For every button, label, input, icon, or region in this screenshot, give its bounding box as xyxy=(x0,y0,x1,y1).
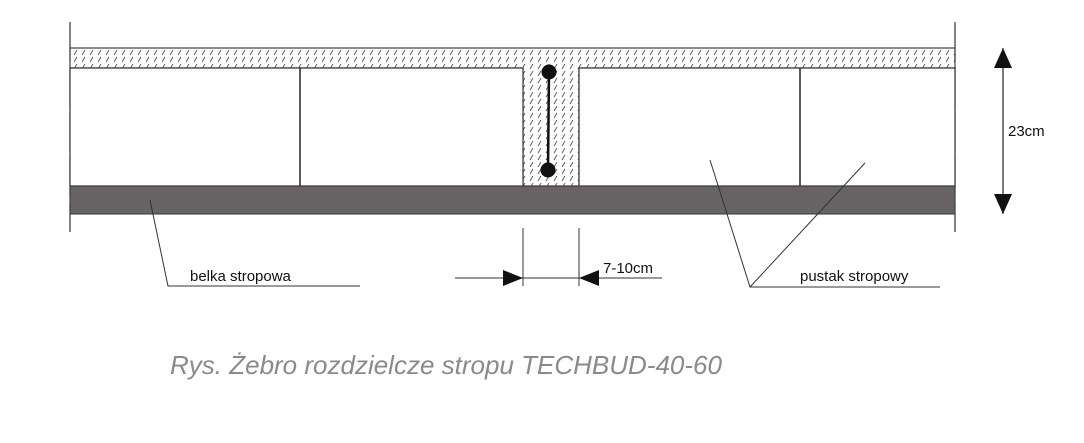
rebar-top xyxy=(541,64,557,80)
block-right xyxy=(578,67,956,187)
block-label: pustak stropowy xyxy=(800,268,909,285)
floor-beam xyxy=(69,185,956,215)
rebar-link xyxy=(546,71,551,171)
rib-width-label: 7-10cm xyxy=(603,260,653,277)
arrow-left-icon xyxy=(579,270,599,286)
beam-label: belka stropowa xyxy=(190,268,292,285)
arrow-up-icon xyxy=(994,48,1012,68)
block-leader-line xyxy=(749,162,866,288)
arrow-down-icon xyxy=(994,194,1012,214)
beam-leader-line xyxy=(149,199,360,287)
height-dimension-label: 23cm xyxy=(1008,123,1045,140)
arrow-right-icon xyxy=(503,270,523,286)
block-left xyxy=(69,67,524,187)
rebar-bottom xyxy=(540,162,556,178)
figure-caption: Rys. Żebro rozdzielcze stropu TECHBUD-40… xyxy=(170,350,722,380)
